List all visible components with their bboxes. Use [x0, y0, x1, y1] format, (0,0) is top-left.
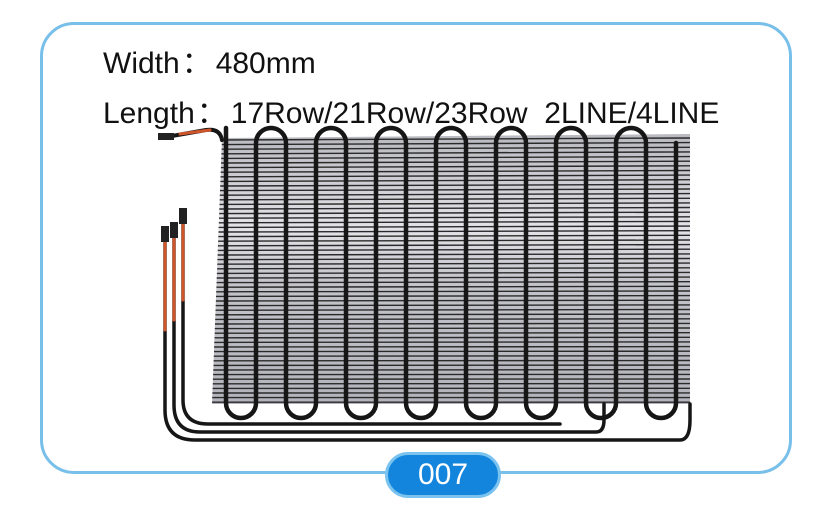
wire-fin	[217, 243, 691, 247]
width-spec: Width：480mm	[103, 38, 316, 82]
wire-fin	[214, 336, 691, 339]
wire-fin	[215, 299, 691, 302]
condenser-wires	[212, 137, 691, 403]
wire-fin	[217, 248, 691, 252]
length-separator: ：	[196, 97, 227, 130]
wire-fin	[215, 304, 691, 307]
wire-fin	[215, 294, 691, 298]
wire-fin	[219, 206, 691, 210]
wire-fin	[221, 141, 691, 146]
wire-fin	[219, 211, 691, 215]
wire-fin	[220, 169, 691, 173]
wire-fin	[218, 216, 691, 219]
wire-fin	[221, 151, 691, 155]
width-separator: ：	[181, 47, 212, 80]
wire-fin	[218, 220, 691, 224]
condenser-tube	[223, 125, 679, 421]
wire-fin	[217, 253, 691, 256]
inlet-pipe-1	[163, 230, 692, 442]
wire-fin	[216, 290, 691, 293]
pipe-cap-3	[179, 208, 187, 224]
wire-fin	[216, 276, 691, 279]
wire-fin	[217, 267, 691, 270]
wire-fin	[214, 327, 691, 330]
wire-fin	[214, 322, 691, 325]
wire-fin	[218, 239, 691, 242]
wire-fin	[215, 308, 691, 311]
wire-fin	[219, 202, 691, 206]
pipe-cap-1	[161, 226, 169, 242]
wire-fin	[218, 225, 691, 229]
inlet-pipe-3	[181, 212, 562, 426]
wire-fin	[214, 332, 691, 334]
length-spec: Length：17Row/21Row/23Row 2LINE/4LINE	[103, 88, 719, 132]
width-value: 480mm	[215, 47, 316, 80]
wire-fin	[220, 174, 691, 178]
wire-fin	[219, 192, 691, 196]
wire-fin	[219, 188, 691, 192]
wire-fin	[216, 285, 691, 288]
pipe-cap-2	[170, 222, 178, 238]
model-number-badge: 007	[385, 452, 501, 498]
outlet-pipe-top-copper	[178, 128, 212, 136]
wire-fin	[219, 197, 691, 201]
wire-fin	[220, 179, 691, 183]
wire-fin	[216, 271, 691, 275]
wire-fin	[218, 229, 691, 233]
wire-fin	[216, 281, 691, 284]
wire-fin	[217, 257, 691, 261]
condenser-pipes	[158, 127, 692, 442]
wire-fin	[221, 137, 691, 141]
wire-fin	[220, 183, 691, 187]
length-label: Length	[103, 97, 195, 130]
wire-fin	[214, 341, 691, 344]
length-value: 17Row/21Row/23Row 2LINE/4LINE	[230, 97, 720, 130]
wire-fin	[221, 155, 691, 160]
wire-fin	[217, 262, 691, 265]
wire-fin	[220, 165, 691, 169]
inlet-pipe-2	[172, 226, 606, 434]
width-label: Width	[103, 47, 180, 80]
serpentine-tube	[223, 125, 679, 421]
wire-fin	[221, 146, 691, 150]
wire-fin	[218, 234, 691, 238]
pipe-cap-top	[158, 133, 174, 140]
wire-fin	[221, 160, 691, 164]
wire-fin	[215, 313, 691, 316]
wire-fin	[215, 318, 691, 321]
